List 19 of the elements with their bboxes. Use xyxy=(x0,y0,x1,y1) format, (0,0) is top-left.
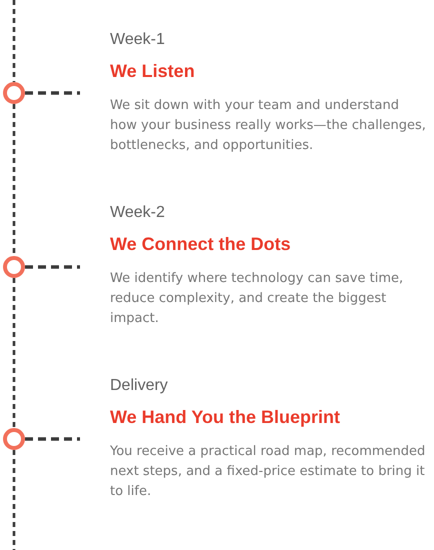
ring-icon xyxy=(3,82,25,104)
dashed-connector xyxy=(25,91,80,95)
step-heading: We Listen xyxy=(110,60,196,82)
dashed-connector xyxy=(25,437,80,441)
dashed-connector xyxy=(25,265,80,269)
step-heading: We Hand You the Blueprint xyxy=(110,406,342,428)
step-description: We identify where technology can save time, reduce complexity, and create the biggest impact. xyxy=(110,270,404,328)
ring-icon xyxy=(3,256,25,278)
timeline-line xyxy=(12,450,16,550)
step-description: You receive a practical road map, recommended next steps, and a fixed-price estimate to bring it to life. xyxy=(110,443,426,501)
timeline-line xyxy=(12,104,16,256)
step-heading: We Connect the Dots xyxy=(110,233,292,255)
step-label: Week-2 xyxy=(110,203,166,223)
ring-icon xyxy=(3,428,25,450)
step-label: Week-1 xyxy=(110,30,166,50)
step-description: We sit down with your team and understand how your business really works—the challenges, bottlenecks, and opportunities. xyxy=(110,97,427,155)
timeline-line xyxy=(12,278,16,428)
timeline-line xyxy=(12,0,16,82)
step-label: Delivery xyxy=(110,376,169,396)
